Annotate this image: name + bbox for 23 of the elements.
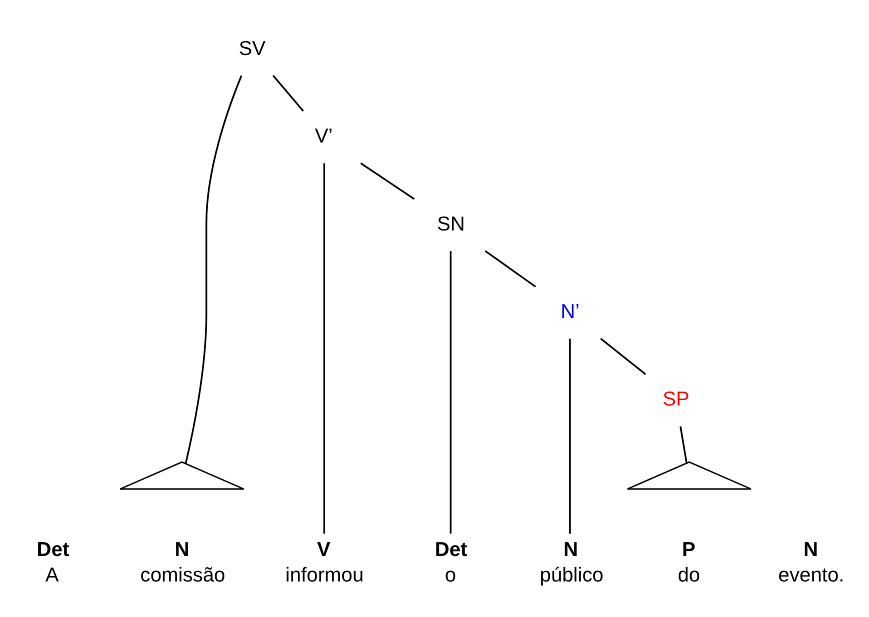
node-text: Det A	[36, 538, 70, 586]
node-text: Det o	[434, 538, 468, 586]
connector	[272, 74, 304, 112]
connector	[184, 74, 242, 463]
node-text: SP	[662, 388, 690, 410]
node-triangle	[626, 460, 752, 490]
connector	[600, 337, 646, 375]
node-text: SN	[437, 212, 465, 235]
connector	[484, 250, 536, 287]
node-text: P do	[678, 538, 700, 586]
connector	[360, 162, 415, 200]
connector	[680, 426, 688, 462]
node-text: N público	[540, 538, 604, 586]
connector	[323, 162, 326, 534]
node-text: N comissão	[140, 538, 226, 586]
node-text: N’	[560, 300, 580, 322]
node-text: SV	[238, 37, 266, 60]
node-text: N evento.	[778, 538, 844, 586]
connector	[569, 338, 571, 534]
node-text: V informou	[285, 538, 364, 586]
node-text: V’	[314, 125, 333, 148]
connector	[450, 250, 452, 534]
node-triangle	[119, 460, 244, 490]
